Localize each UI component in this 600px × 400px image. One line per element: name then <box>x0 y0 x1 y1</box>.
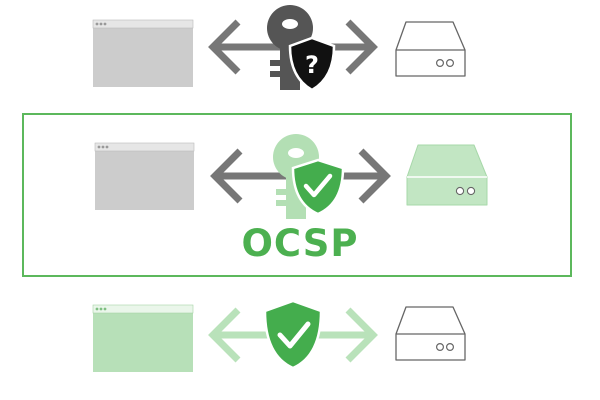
row-verified <box>92 299 466 372</box>
ocsp-frame <box>22 113 572 277</box>
check-icon <box>277 321 311 349</box>
question-mark-icon: ? <box>305 51 319 79</box>
browser-window-icon <box>92 19 194 87</box>
server-icon <box>395 21 466 77</box>
browser-window-icon <box>92 304 194 372</box>
shield-icon <box>291 158 345 216</box>
shield-icon <box>263 299 323 370</box>
browser-window-icon <box>94 142 195 210</box>
check-icon <box>303 173 333 198</box>
shield-icon: ? <box>288 36 336 92</box>
row-ocsp <box>94 134 488 219</box>
server-icon <box>395 306 466 361</box>
server-icon <box>406 144 488 206</box>
row-unverified: ? <box>92 5 466 92</box>
ocsp-label: OCSP <box>241 222 359 265</box>
